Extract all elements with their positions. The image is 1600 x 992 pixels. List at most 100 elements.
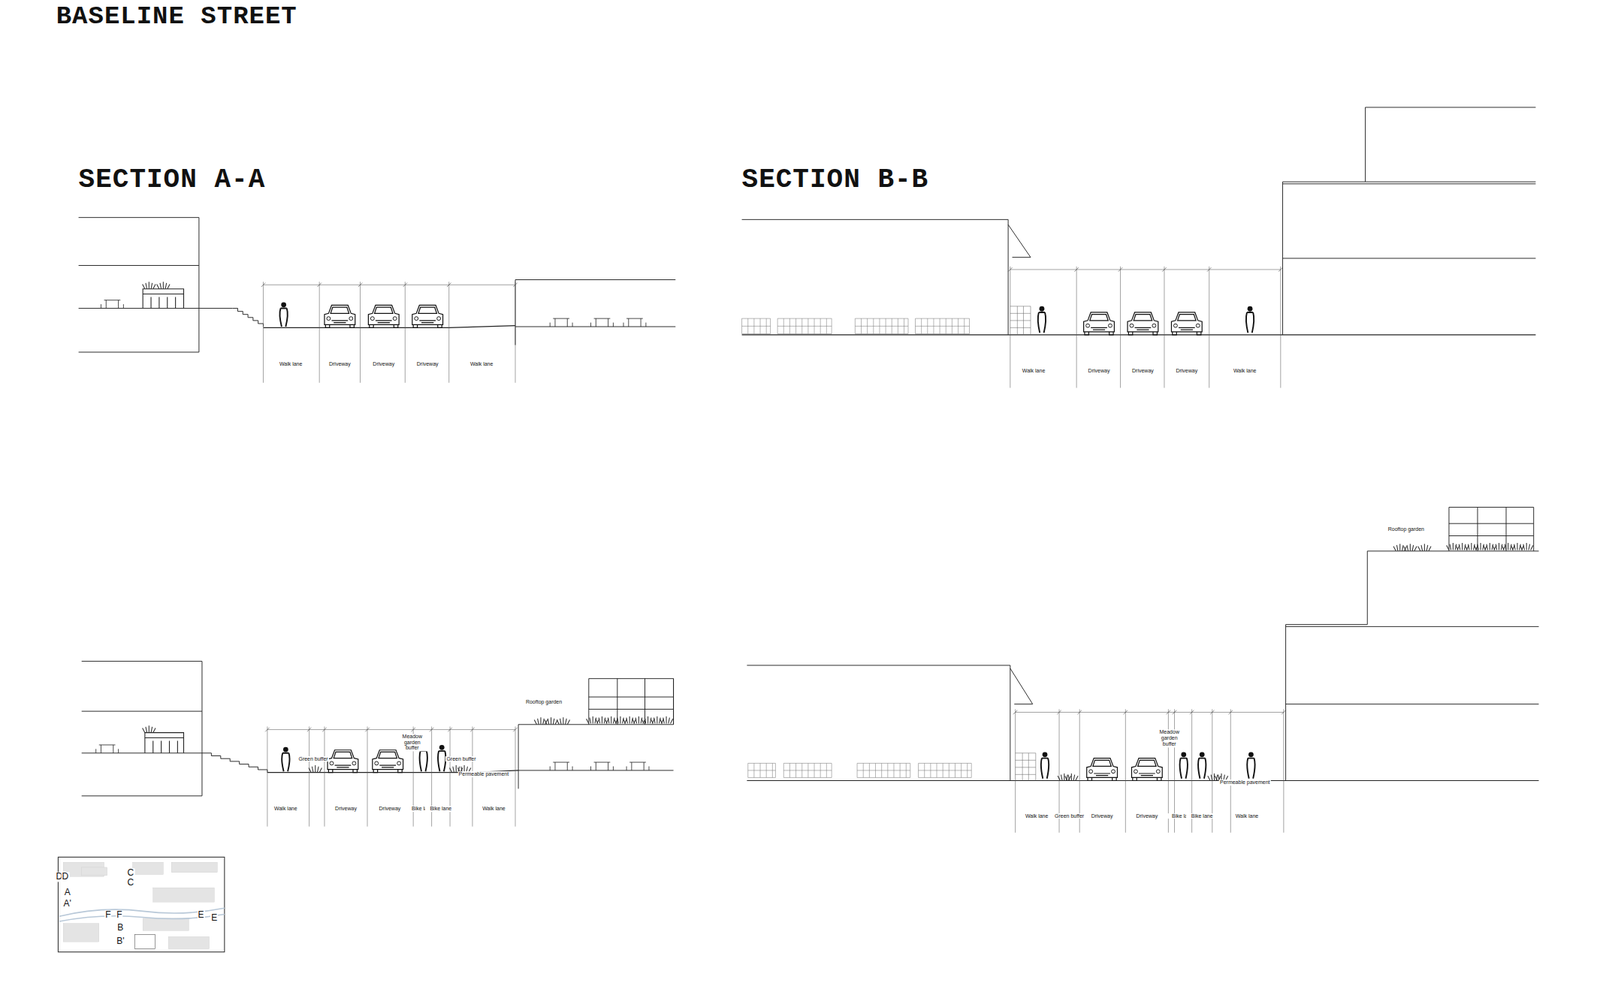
car-light (1173, 323, 1178, 328)
lane-label: Meadow garden buffer (396, 733, 429, 752)
table-symbol (591, 762, 614, 771)
dimension-tick (447, 727, 452, 732)
lane-divider (266, 727, 268, 828)
person-head (1247, 306, 1253, 312)
person-head (283, 747, 289, 753)
lane-label: Green buffer (1053, 813, 1086, 820)
car-symbol (327, 750, 359, 773)
key-letter: A (63, 887, 72, 898)
dimension-tick (322, 727, 327, 732)
dimension-tick (513, 727, 517, 732)
person-head (1039, 306, 1045, 312)
person-symbol (1198, 758, 1206, 779)
map-block (81, 867, 108, 876)
shelving (854, 318, 909, 334)
shelving (777, 318, 832, 334)
lane-divider (1163, 266, 1165, 389)
lane-label: Driveway (416, 361, 440, 368)
car-light (326, 316, 331, 321)
dimension-line (262, 284, 516, 286)
dimension-tick (307, 727, 311, 732)
person-symbol (1041, 758, 1049, 779)
lane-divider (1120, 266, 1121, 389)
dimension-tick (1077, 710, 1081, 715)
person-head (1042, 751, 1048, 758)
dimension-tick (403, 283, 408, 287)
building-outline (746, 665, 1033, 782)
lane-label: Rooftop garden (1387, 526, 1425, 533)
dimension-tick (1162, 267, 1166, 272)
table-symbol (591, 318, 614, 327)
lane-divider (323, 727, 325, 828)
key-map (57, 857, 224, 952)
map-block (142, 918, 189, 931)
plant-symbol (1520, 543, 1534, 551)
car-light (437, 316, 441, 321)
lane-label: Driveway (371, 361, 396, 368)
plant-symbol (1065, 773, 1078, 782)
map-block (134, 935, 155, 950)
dimension-tick (1056, 710, 1061, 715)
car-light (1195, 323, 1200, 328)
person-symbol (1038, 312, 1046, 333)
lane-divider (1208, 266, 1210, 389)
building-outline (1283, 107, 1537, 336)
sheet-title: BASELINE STREET (56, 3, 298, 31)
lane-divider (1125, 709, 1127, 833)
lane-label: Driveway (378, 806, 402, 813)
greenhouse (1449, 507, 1534, 551)
person-head (1199, 751, 1205, 758)
shelving (748, 763, 776, 778)
shelving (742, 318, 771, 334)
lane-divider (1014, 709, 1016, 833)
car-light (1086, 323, 1090, 328)
shelving (857, 763, 911, 778)
car-light (1108, 323, 1113, 328)
dimension-tick (410, 727, 415, 732)
lane-label: Bike lane (1186, 813, 1218, 820)
dimension-tick (1281, 710, 1286, 715)
key-letter: B (116, 923, 124, 934)
lane-divider (262, 281, 264, 383)
market-stall (144, 733, 185, 754)
person-head (439, 745, 445, 751)
person-head (1180, 751, 1187, 758)
table-symbol (623, 318, 647, 327)
person-head (280, 301, 287, 308)
dimension-tick (265, 727, 269, 732)
shelving (918, 763, 973, 778)
plant-symbol (659, 716, 673, 725)
stairs (232, 308, 264, 327)
lane-divider (1009, 266, 1011, 389)
plant-symbol (1403, 543, 1417, 552)
dimension-tick (1118, 267, 1123, 272)
car-symbol (1131, 758, 1163, 782)
dimension-line (267, 729, 516, 731)
table-symbol (549, 762, 573, 771)
lane-label: Walk lane (1024, 813, 1049, 820)
dimension-tick (446, 283, 451, 287)
map-block (168, 936, 209, 949)
building-outline (742, 219, 1031, 336)
key-letter: F (115, 910, 123, 921)
dimension-tick (358, 283, 363, 287)
car-symbol (412, 304, 444, 328)
dimension-tick (261, 283, 266, 287)
car-light (392, 316, 397, 321)
plant-symbol (308, 765, 322, 773)
car-light (370, 316, 375, 321)
car-light (352, 761, 357, 766)
car-light (1129, 323, 1134, 328)
car-light (329, 761, 334, 766)
lane-divider (515, 281, 517, 383)
lane-label: Bike lane (425, 806, 457, 813)
car-symbol (368, 304, 399, 328)
lane-divider (1283, 709, 1284, 833)
lane-label: Driveway (334, 806, 358, 813)
lane-label: Meadow garden buffer (1153, 730, 1186, 748)
dimension-tick (1172, 710, 1177, 715)
map-road (59, 908, 225, 922)
plant-symbol (1418, 543, 1431, 552)
lane-divider (448, 281, 450, 383)
